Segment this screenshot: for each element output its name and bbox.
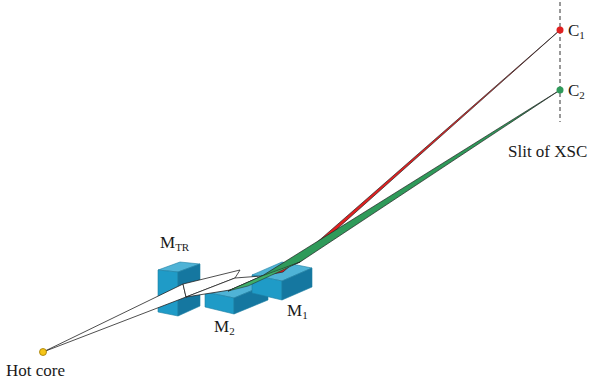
c1-dot	[557, 27, 564, 34]
mirror-label: MTR	[160, 234, 189, 253]
slit-line	[560, 2, 561, 122]
source-label: Hot core	[6, 362, 65, 379]
green-beam	[228, 90, 560, 291]
slit-label: Slit of XSC	[508, 143, 587, 160]
hot-core-dot	[40, 349, 47, 356]
green-beam	[228, 262, 300, 291]
mirror-label: M2	[214, 318, 235, 337]
c2-dot	[557, 87, 564, 94]
mirror-label: M1	[287, 302, 308, 321]
point-label: C2	[568, 82, 585, 101]
incoming-beam	[43, 284, 186, 352]
beam-segment	[186, 276, 262, 297]
point-label: C1	[568, 22, 585, 41]
